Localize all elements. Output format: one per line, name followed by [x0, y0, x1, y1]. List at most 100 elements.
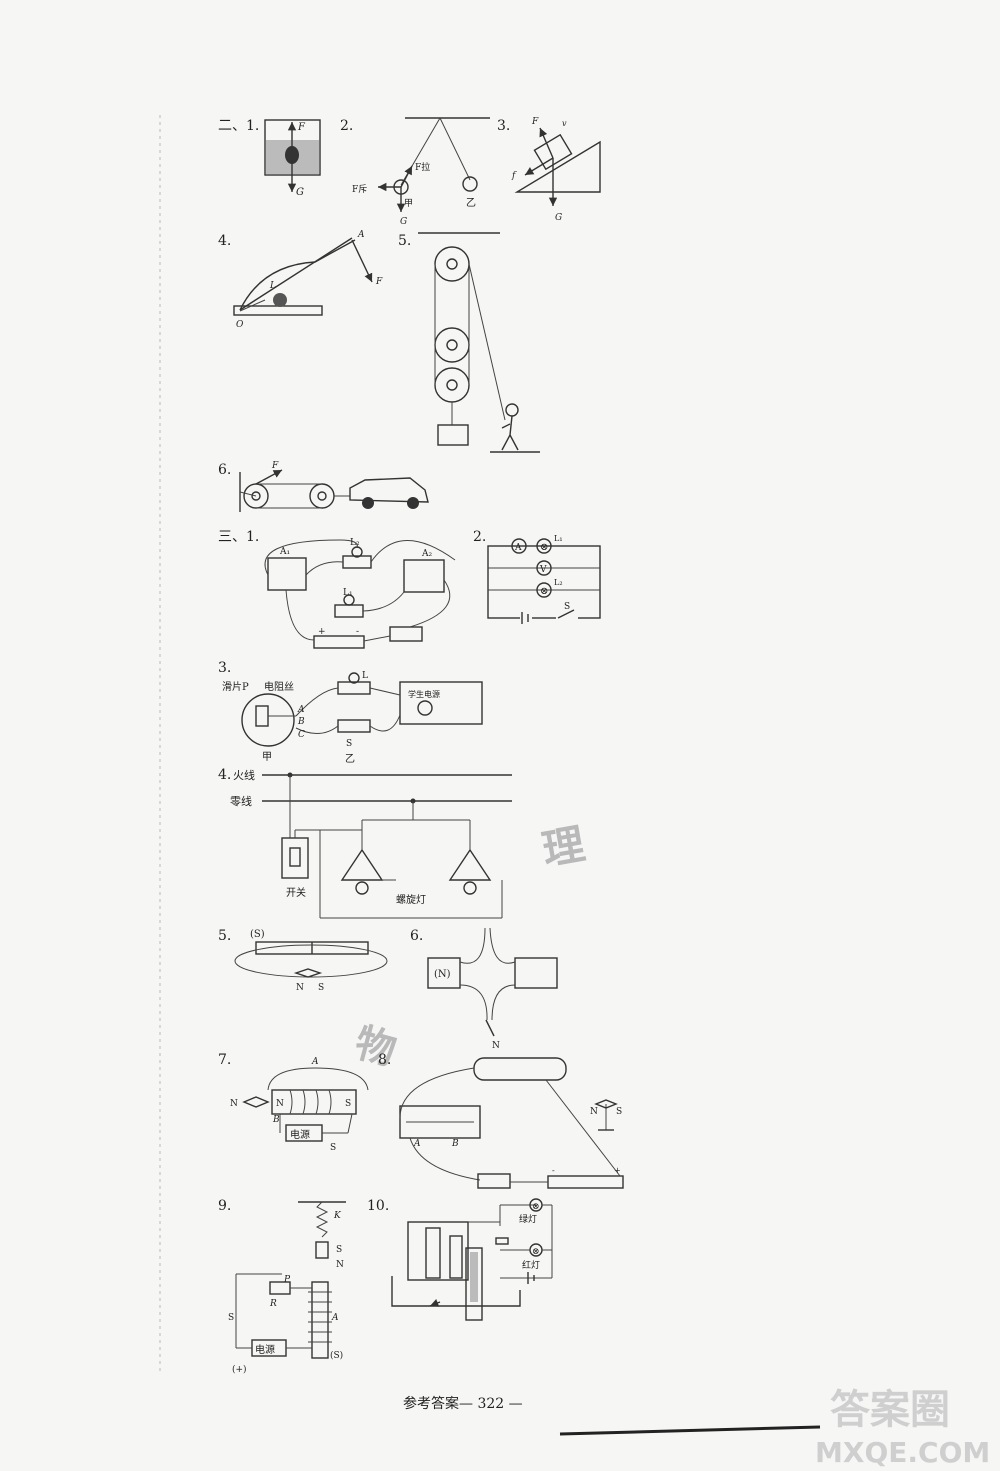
svg-text:⊗: ⊗	[532, 1247, 540, 1257]
svg-text:6.: 6.	[218, 462, 231, 478]
svg-text:S: S	[228, 1313, 234, 1323]
svg-text:螺旋灯: 螺旋灯	[396, 893, 426, 906]
fig-2-6-car-pulley: 6. F	[218, 461, 429, 512]
svg-text:N: N	[590, 1107, 598, 1117]
site-logo: 答案圈 MXQE.COM	[815, 1387, 990, 1469]
svg-text:S: S	[564, 602, 570, 612]
fig-3-6-magnetic-field: 6. (N) N	[410, 927, 558, 1051]
svg-text:乙: 乙	[466, 197, 476, 209]
svg-text:2.: 2.	[473, 529, 486, 545]
svg-text:开关: 开关	[286, 886, 306, 899]
fig-3-9-spring-electromagnet: 9. K S N P R A S 电源 (+) (S)	[218, 1198, 346, 1375]
svg-text:B: B	[272, 1115, 280, 1125]
svg-text:红灯: 红灯	[522, 1259, 540, 1271]
fig-3-4-household-wiring: 4. 火线 零线 开关 螺旋灯	[218, 767, 512, 919]
fig-2-2-pendulums: 2. F拉 F斥 甲 G 乙	[340, 117, 490, 227]
svg-text:3.: 3.	[218, 660, 231, 676]
svg-text:(N): (N)	[434, 969, 451, 980]
svg-text:A: A	[311, 1057, 319, 1067]
page-footer: 参考答案— 322 —	[403, 1395, 523, 1412]
svg-text:f: f	[511, 171, 517, 181]
svg-text:电源: 电源	[290, 1128, 310, 1141]
svg-text:6.: 6.	[410, 928, 423, 944]
svg-text:滑片P: 滑片P	[222, 680, 249, 693]
svg-text:-: -	[356, 627, 359, 637]
svg-text:R: R	[269, 1299, 277, 1309]
svg-text:N: N	[276, 1099, 284, 1109]
svg-text:S: S	[616, 1107, 622, 1117]
svg-text:零线: 零线	[230, 794, 252, 808]
svg-text:S: S	[330, 1143, 336, 1153]
svg-text:P: P	[283, 1275, 291, 1285]
svg-text:V: V	[539, 565, 547, 575]
svg-text:乙: 乙	[345, 753, 355, 765]
svg-text:A: A	[514, 543, 522, 553]
svg-text:B: B	[297, 717, 305, 727]
svg-text:甲: 甲	[404, 198, 413, 209]
svg-text:L₁: L₁	[554, 534, 563, 543]
svg-text:MXQE.COM: MXQE.COM	[815, 1436, 990, 1469]
svg-text:(S): (S)	[250, 929, 265, 940]
svg-text:F: F	[297, 122, 306, 133]
svg-text:4.: 4.	[218, 767, 231, 783]
svg-text:答案圈: 答案圈	[830, 1387, 950, 1433]
svg-text:A: A	[413, 1139, 421, 1149]
svg-text:v: v	[562, 119, 567, 128]
svg-text:+: +	[318, 627, 326, 637]
svg-text:G: G	[296, 187, 304, 198]
svg-text:9.: 9.	[218, 1198, 231, 1214]
svg-text:(+): (+)	[232, 1364, 247, 1375]
svg-text:S: S	[345, 1099, 351, 1109]
svg-text:F斥: F斥	[352, 183, 367, 195]
svg-text:-: -	[552, 1166, 555, 1175]
svg-text:A: A	[331, 1313, 339, 1323]
svg-text:8.: 8.	[378, 1052, 391, 1068]
svg-text:A₂: A₂	[421, 549, 432, 559]
svg-text:5.: 5.	[398, 233, 411, 249]
svg-text:三、1.: 三、1.	[218, 529, 259, 545]
svg-text:⊗: ⊗	[540, 542, 548, 553]
fig-2-5-pulleys: 5.	[398, 232, 540, 453]
svg-text:S: S	[336, 1245, 342, 1255]
svg-text:电阻丝: 电阻丝	[264, 680, 294, 693]
fig-2-4-lever: 4. A L O F	[218, 230, 383, 330]
svg-text:F拉: F拉	[415, 161, 430, 173]
fig-3-10-relay: 10. ⊗ 绿灯 ⊗ 红灯	[367, 1198, 553, 1321]
svg-text:N: N	[336, 1260, 344, 1270]
fig-3-3-rheostat: 3. 滑片P 电阻丝 A B C 甲 L S 乙 学生电源	[218, 660, 483, 765]
svg-text:A: A	[357, 230, 365, 240]
svg-text:N: N	[296, 983, 304, 993]
svg-text:+: +	[614, 1166, 621, 1175]
svg-text:N: N	[230, 1099, 238, 1109]
svg-text:L: L	[362, 671, 368, 681]
svg-text:(S): (S)	[330, 1350, 343, 1361]
svg-text:S: S	[346, 739, 352, 749]
svg-text:L₂: L₂	[554, 578, 563, 587]
fig-3-2-schematic: 2. A ⊗ L₁ V ⊗ L₂ S	[473, 529, 601, 624]
svg-text:电源: 电源	[255, 1343, 275, 1356]
svg-text:学生电源: 学生电源	[408, 689, 440, 699]
svg-text:O: O	[236, 320, 244, 330]
svg-text:5.: 5.	[218, 928, 231, 944]
svg-text:B: B	[451, 1139, 459, 1149]
watermark-li: 理	[538, 819, 588, 875]
fig-3-1-circuit: 三、1. A₁ L₂ A₂ L₁ + -	[218, 529, 456, 649]
fig-3-5-bar-magnet: 5. (S) N S	[218, 928, 388, 993]
svg-text:⊗: ⊗	[540, 586, 548, 597]
svg-text:L: L	[269, 281, 276, 291]
svg-text:2.: 2.	[340, 118, 353, 134]
svg-text:10.: 10.	[367, 1198, 389, 1214]
svg-text:绿灯: 绿灯	[519, 1213, 537, 1225]
svg-text:火线: 火线	[233, 768, 255, 782]
svg-text:甲: 甲	[262, 752, 272, 763]
svg-text:G: G	[400, 217, 407, 227]
svg-text:F: F	[531, 117, 539, 127]
fig-3-8-electromagnet: 8. A B N S - +	[378, 1052, 624, 1189]
svg-text:L₂: L₂	[350, 538, 360, 548]
svg-text:⊗: ⊗	[532, 1202, 540, 1212]
svg-text:4.: 4.	[218, 233, 231, 249]
svg-text:7.: 7.	[218, 1052, 231, 1068]
fig-2-3-incline: 3. F v f G	[497, 117, 601, 223]
svg-text:A: A	[297, 705, 305, 715]
